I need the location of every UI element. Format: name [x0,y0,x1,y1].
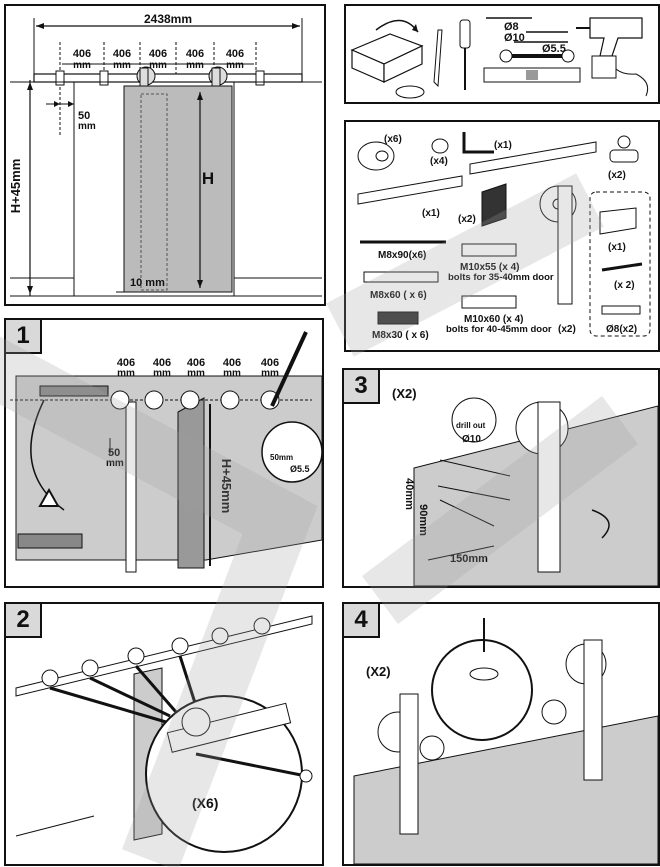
hanger-qty: (x2) [558,324,576,335]
total-width-label: 2438mm [144,12,192,26]
step-3-number: 3 [344,370,380,404]
bolt-m8x30: M8x30 ( x 6) [372,330,429,341]
step1-spacing-5: 406 [261,357,279,369]
step3-drill-label: drill out [456,421,486,430]
floor-gap-label: 10 mm [130,277,165,289]
step-4-drawing: (X2) [353,618,658,864]
step1-offset-unit: mm [106,458,124,469]
spacing-1-unit: mm [73,60,91,71]
drill-bit-10: Ø10 [504,32,525,44]
rail-qty: (x1) [422,208,440,219]
step1-spacing-2-unit: mm [153,368,171,379]
step1-drill-label: 50mm [270,453,293,462]
step-2-panel: (X6) 2 [4,602,324,866]
screw-qty: (x 2) [614,280,635,291]
step1-height-label: H+45mm [219,459,234,514]
spacing-3-unit: mm [149,60,167,71]
offset-unit: mm [78,121,96,132]
step1-spacing-3: 406 [187,357,205,369]
step-1-number: 1 [6,320,42,354]
bolt-m8x90: M8x90(x6) [378,250,426,261]
step1-offset: 50 [108,447,120,459]
tools-panel: Ø8 Ø10 Ø5.5 [344,4,660,104]
spacer-qty: (x4) [430,156,448,167]
step1-spacing-1-unit: mm [117,368,135,379]
hex-key-qty: (x1) [494,140,512,151]
step1-drill-bit: Ø5.5 [290,464,310,474]
step3-qty: (X2) [392,386,417,401]
step-2-drawing: (X6) [15,615,313,853]
parts-panel: (x6) (x4) (x1) (x2) (x1) (x2) (x2) (x1) … [344,120,660,352]
step-3-drawing: (X2) drill out Ø10 40mm 90mm 150mm [392,386,658,586]
step3-dim-150: 150mm [450,553,488,565]
step3-dim-90: 90mm [417,504,429,536]
drill-bit-5-5: Ø5.5 [542,43,566,55]
step1-spacing-1: 406 [117,357,135,369]
anchor-label: Ø8(x2) [606,324,637,335]
step2-qty: (X6) [192,795,218,811]
spacing-3-value: 406 [149,48,167,60]
stop-qty: (x6) [384,134,402,145]
end-stop-qty: (x2) [458,214,476,225]
step3-drill-bit: Ø10 [462,434,481,445]
step-4-panel: (X2) 4 [342,602,660,866]
floor-guide-qty: (x2) [608,170,626,181]
step1-spacing-4: 406 [223,357,241,369]
spacing-2-unit: mm [113,60,131,71]
door-height-label: H [202,169,214,188]
bolt-m10x55-note: bolts for 35-40mm door [448,272,554,283]
step1-spacing-4-unit: mm [223,368,241,379]
step-2-number: 2 [6,604,42,638]
spacing-2-value: 406 [113,48,131,60]
step1-spacing-5-unit: mm [261,368,279,379]
bolt-m8x60: M8x60 ( x 6) [370,290,427,301]
drill-bit-8: Ø8 [504,21,519,33]
bolt-m10x60-note: bolts for 40-45mm door [446,324,552,335]
step1-spacing-2: 406 [153,357,171,369]
parts-drawing: (x6) (x4) (x1) (x2) (x1) (x2) (x2) (x1) … [357,132,651,341]
offset-value: 50 [78,110,90,122]
step1-spacing-3-unit: mm [187,368,205,379]
spacing-4-value: 406 [186,48,204,60]
bolt-m10x55: M10x55 (x 4) [460,262,519,273]
guide-box-qty: (x1) [608,242,626,253]
step-1-drawing: 406 mm 406 mm 406 mm 406 mm 406 mm 50 mm… [6,320,322,586]
step3-dim-40: 40mm [403,478,415,510]
bolt-m10x60: M10x60 (x 4) [464,314,523,325]
dimensions-drawing: 2438mm 406 mm 406 mm 406 mm 406 mm 406 m… [8,12,322,297]
spacing-4-unit: mm [186,60,204,71]
step4-qty: (X2) [366,664,391,679]
step-3-panel: (X2) drill out Ø10 40mm 90mm 150mm 3 [342,368,660,588]
height-label: H+45mm [8,159,23,214]
step-4-number: 4 [344,604,380,638]
dimensions-panel: 2438mm 406 mm 406 mm 406 mm 406 mm 406 m… [4,4,326,306]
tools-drawing: Ø8 Ø10 Ø5.5 [350,17,649,99]
spacing-5-unit: mm [226,60,244,71]
step-1-panel: 406 mm 406 mm 406 mm 406 mm 406 mm 50 mm… [4,318,324,588]
spacing-1-value: 406 [73,48,91,60]
spacing-5-value: 406 [226,48,244,60]
